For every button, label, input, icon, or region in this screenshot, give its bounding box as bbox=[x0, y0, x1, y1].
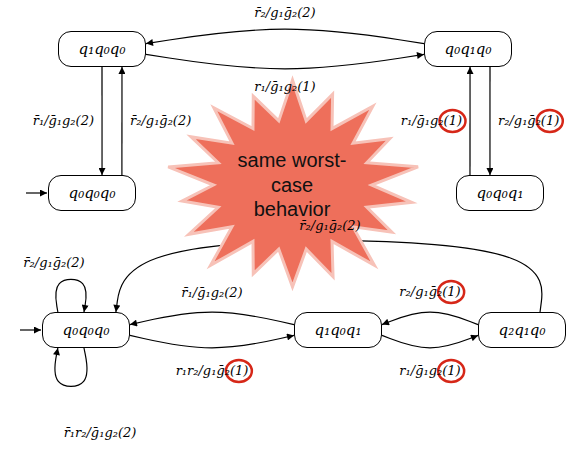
transition-arrow bbox=[130, 335, 294, 347]
transition-arrow bbox=[121, 67, 122, 175]
state-name: q₀q₁q₀ bbox=[445, 40, 492, 58]
state-name: q₂q₁q₀ bbox=[499, 321, 546, 339]
initial-arrow bbox=[26, 192, 47, 193]
state-box: q₀q₀q₀ bbox=[42, 312, 130, 348]
state-box: q₀q₀q₀ bbox=[48, 175, 136, 211]
transition-label: r₁r₂/g₁ḡ₂(1) bbox=[176, 363, 249, 380]
transition-label: r₂/g₁ḡ₂(1) bbox=[498, 113, 559, 130]
transition-arrow bbox=[55, 348, 87, 386]
transition-arrow bbox=[130, 312, 294, 324]
transition-label: r̄₂/g₁ḡ₂(2) bbox=[23, 255, 84, 272]
state-box: q₀q₀q₁ bbox=[456, 175, 544, 211]
callout-text: same worst-case behavior bbox=[237, 148, 347, 221]
transition-arrow bbox=[382, 312, 478, 324]
transition-label: r₁/ḡ₁g₂(1) bbox=[399, 363, 460, 380]
transition-arrow bbox=[382, 335, 478, 347]
starburst-shape bbox=[168, 80, 418, 287]
transition-label: r̄₂/g₁ḡ₂(2) bbox=[130, 113, 191, 130]
transition-label: r̄₁r₂/ḡ₁g₂(2) bbox=[64, 425, 137, 442]
callout-starburst: same worst-case behavior bbox=[165, 80, 420, 290]
state-box: q₁q₀q₁ bbox=[294, 312, 382, 348]
transition-label: r̄₂/g₁ḡ₂(2) bbox=[299, 218, 360, 235]
transition-arrow bbox=[146, 29, 424, 43]
state-box: q₂q₁q₀ bbox=[478, 312, 566, 348]
state-name: q₀q₀q₀ bbox=[69, 184, 116, 202]
transition-arrow bbox=[489, 67, 490, 175]
state-box: q₁q₀q₀ bbox=[58, 31, 146, 67]
state-name: q₀q₀q₁ bbox=[477, 184, 524, 202]
transition-label: r₂/g₁ḡ₂(1) bbox=[399, 284, 460, 301]
transition-arrow bbox=[101, 67, 102, 175]
transition-arrow bbox=[56, 279, 86, 312]
transition-arrow bbox=[146, 54, 424, 68]
transition-label: r̄₁/ḡ₁g₂(2) bbox=[181, 285, 242, 302]
initial-arrow bbox=[20, 329, 41, 330]
transition-arrow bbox=[469, 67, 470, 175]
state-name: q₁q₀q₀ bbox=[79, 40, 126, 58]
state-name: q₀q₀q₀ bbox=[63, 321, 110, 339]
transition-label: r₁/ḡ₁g₂(1) bbox=[401, 113, 462, 130]
state-name: q₁q₀q₁ bbox=[315, 321, 362, 339]
transition-label: r̄₂/g₁ḡ₂(2) bbox=[254, 5, 315, 22]
state-box: q₀q₁q₀ bbox=[424, 31, 512, 67]
transition-label: r̄₁/ḡ₁g₂(2) bbox=[33, 113, 94, 130]
transition-label: r₁/ḡ₁g₂(1) bbox=[254, 79, 315, 96]
